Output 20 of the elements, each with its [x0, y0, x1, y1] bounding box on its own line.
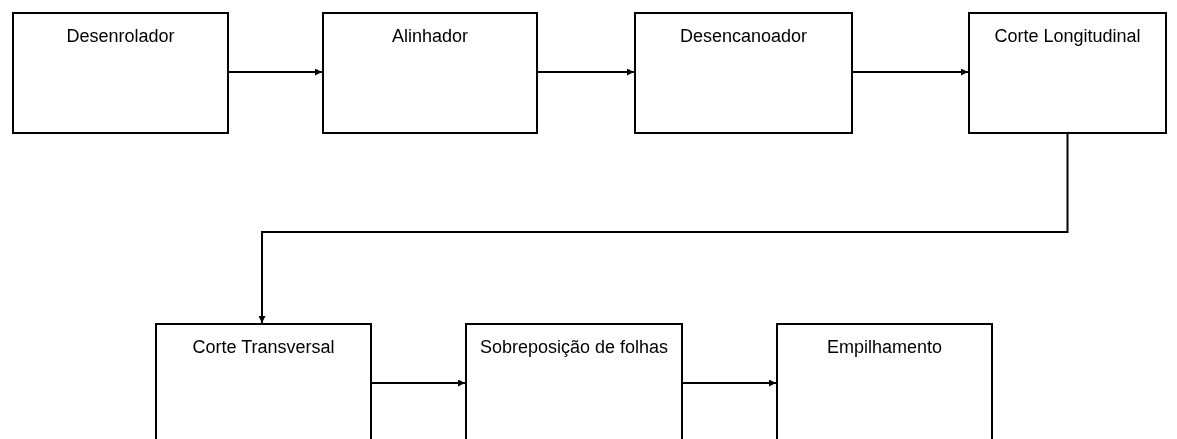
- arrow: [371, 379, 466, 387]
- box-label: Desenrolador: [65, 26, 176, 47]
- box-label: Alinhador: [390, 26, 470, 47]
- box-label: Corte Longitudinal: [993, 26, 1142, 47]
- box-label: Sobreposição de folhas: [478, 337, 670, 358]
- process-box: [155, 323, 372, 439]
- box-label: Desencanoador: [678, 26, 809, 47]
- process-box: [465, 323, 683, 439]
- box-label: Corte Transversal: [191, 337, 336, 358]
- process-box: [322, 12, 538, 134]
- arrow: [537, 68, 635, 76]
- arrow: [228, 68, 323, 76]
- process-box: [776, 323, 993, 439]
- arrow: [682, 379, 777, 387]
- arrow: [852, 68, 969, 76]
- process-box: [12, 12, 229, 134]
- box-label: Empilhamento: [825, 337, 944, 358]
- process-box: [634, 12, 853, 134]
- process-box: [968, 12, 1167, 134]
- arrow: [258, 133, 1069, 324]
